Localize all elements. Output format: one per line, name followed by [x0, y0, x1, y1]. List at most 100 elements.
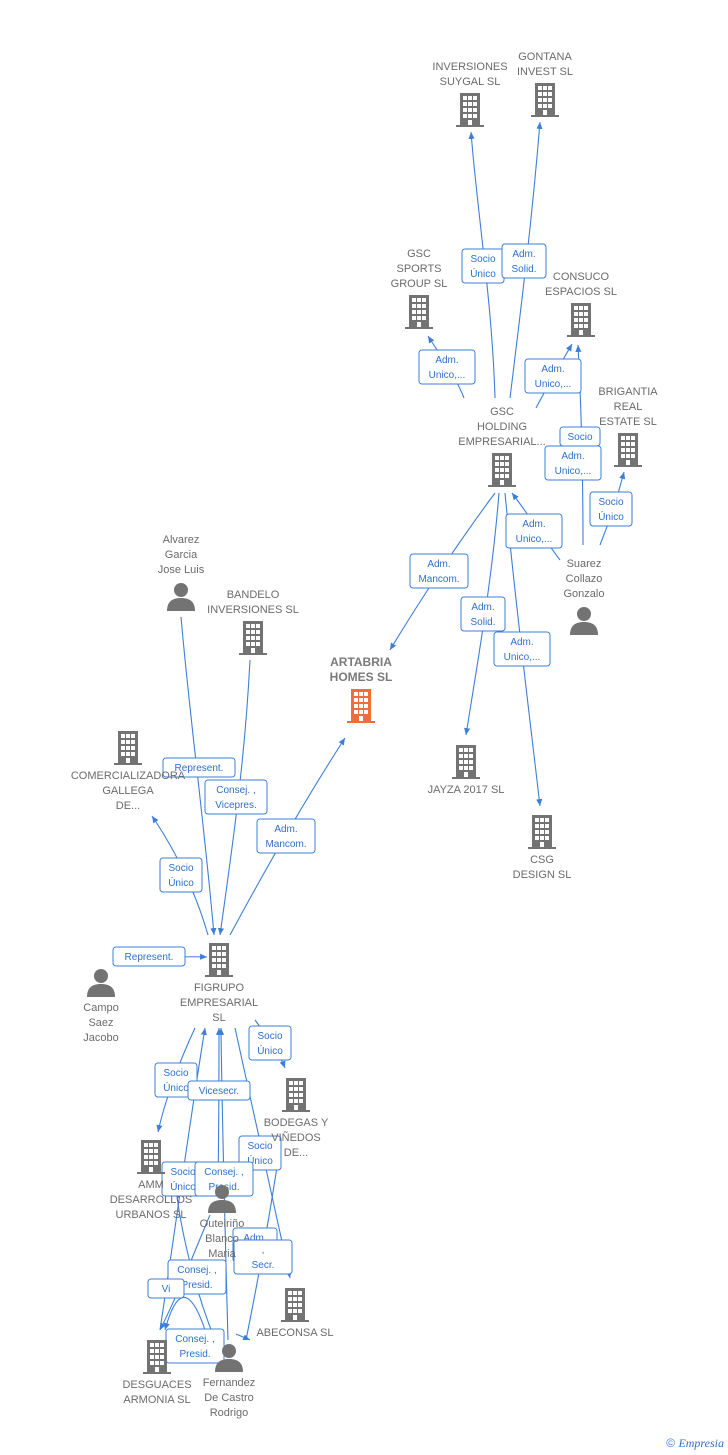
- edge-label-box: [162, 757, 236, 778]
- node-label: REAL: [614, 401, 643, 413]
- edge-label-text: Adm.: [435, 355, 458, 366]
- building-icon[interactable]: [347, 689, 375, 723]
- person-icon[interactable]: [87, 969, 115, 997]
- node-gsc-holding[interactable]: GSCHOLDINGEMPRESARIAL...: [458, 406, 546, 487]
- edge-label-box: [505, 513, 563, 549]
- building-icon[interactable]: [143, 1340, 171, 1374]
- node-label: Rodrigo: [210, 1407, 249, 1419]
- node-label: EMPRESARIAL: [180, 997, 258, 1009]
- edge-label-text: Único: [257, 1044, 283, 1057]
- edge-label-e-adm-unico-gsc-sports[interactable]: Adm. Unico,...: [418, 349, 476, 385]
- node-label: INVERSIONES: [432, 61, 507, 73]
- edge-label-text: ,: [262, 1245, 265, 1256]
- edge-label-e-represent-alvarez[interactable]: Represent.: [162, 757, 236, 778]
- edge-label-e-adm-mancom-artabria1[interactable]: Adm.Mancom.: [409, 553, 469, 589]
- building-icon[interactable]: [205, 943, 233, 977]
- edge-label-e-adm-unico-suarez[interactable]: Adm.Unico,...: [505, 513, 563, 549]
- building-icon[interactable]: [405, 295, 433, 329]
- edge-label-text: Adm.: [274, 824, 297, 835]
- person-icon[interactable]: [167, 583, 195, 611]
- edge-label-e-consej-presid3[interactable]: Consej. ,Presid.: [165, 1328, 225, 1364]
- edges: [119, 121, 626, 1341]
- edge-label-e-consej-vicepres[interactable]: Consej. ,Vicepres.: [204, 779, 268, 815]
- node-label: CONSUCO: [553, 271, 610, 283]
- node-comercializadora[interactable]: COMERCIALIZADORAGALLEGADE...: [71, 731, 186, 812]
- node-label: INVERSIONES SL: [207, 604, 299, 616]
- edge-label-text: Socio: [163, 1068, 188, 1079]
- building-icon[interactable]: [239, 621, 267, 655]
- edge-label-box: [204, 779, 268, 815]
- node-jayza[interactable]: JAYZA 2017 SL: [428, 745, 505, 796]
- edge-label-text: Consej. ,: [177, 1265, 216, 1276]
- building-icon[interactable]: [488, 453, 516, 487]
- edge-label-e-vi[interactable]: Vi: [147, 1278, 185, 1299]
- building-icon[interactable]: [528, 815, 556, 849]
- node-label: GALLEGA: [102, 785, 154, 797]
- building-icon[interactable]: [114, 731, 142, 765]
- edge-label-e-adm-unico-consuco2[interactable]: Adm.Unico,...: [544, 445, 602, 481]
- building-icon[interactable]: [567, 303, 595, 337]
- edge-label-e-adm-solid-gontana[interactable]: Adm.Solid.: [501, 243, 547, 279]
- edge-label-text: Consej. ,: [216, 785, 255, 796]
- building-icon[interactable]: [614, 433, 642, 467]
- node-label: ABECONSA SL: [256, 1327, 333, 1339]
- edge-label-text: Socio: [470, 254, 495, 265]
- building-icon[interactable]: [531, 83, 559, 117]
- edge-label-e-adm-solid-jayza[interactable]: Adm.Solid.: [460, 596, 506, 632]
- node-label: AMM: [138, 1179, 164, 1191]
- node-label: Blanco: [205, 1233, 239, 1245]
- building-icon[interactable]: [137, 1140, 165, 1174]
- edge-label-text: Socio: [168, 863, 193, 874]
- node-label: Jacobo: [83, 1032, 118, 1044]
- edge-label-text: Unico,...: [429, 370, 466, 381]
- node-abeconsa[interactable]: ABECONSA SL: [256, 1288, 334, 1339]
- edge-label-e-adm-unico-consuco[interactable]: Adm.Unico,...: [524, 358, 582, 394]
- edge-label-e-socio-consuco[interactable]: Socio: [559, 426, 601, 447]
- edge-label-text: Adm.: [561, 451, 584, 462]
- node-label: INVEST SL: [517, 66, 573, 78]
- edge-label-e-adm-unico-csg[interactable]: Adm.Unico,...: [493, 631, 551, 667]
- edge-label-text: Represent.: [175, 763, 224, 774]
- edge-label-e-secr[interactable]: ,Secr.: [233, 1239, 293, 1275]
- edge-label-box: [409, 553, 469, 589]
- edge-label-text: Único: [598, 510, 624, 523]
- edge-label-e-represent-campo[interactable]: Represent.: [112, 946, 186, 967]
- building-icon[interactable]: [456, 93, 484, 127]
- edge-label-e-adm-mancom-artabria2[interactable]: Adm.Mancom.: [256, 818, 316, 854]
- edge-label-e-vicesecr[interactable]: Vicesecr.: [187, 1080, 251, 1101]
- edge-label-text: Adm.: [512, 249, 535, 260]
- building-icon[interactable]: [282, 1078, 310, 1112]
- node-label: EMPRESARIAL...: [458, 436, 545, 448]
- person-icon[interactable]: [570, 607, 598, 635]
- building-icon[interactable]: [281, 1288, 309, 1322]
- edge-label-text: Socio: [247, 1141, 272, 1152]
- edge-fernandez-to-desguaces: [163, 1296, 206, 1331]
- edge-label-text: Consej. ,: [204, 1167, 243, 1178]
- building-icon[interactable]: [452, 745, 480, 779]
- edge-label-text: Adm.: [471, 602, 494, 613]
- node-bodegas[interactable]: BODEGAS YVIÑEDOSDE...: [264, 1078, 329, 1159]
- node-label: FIGRUPO: [194, 982, 245, 994]
